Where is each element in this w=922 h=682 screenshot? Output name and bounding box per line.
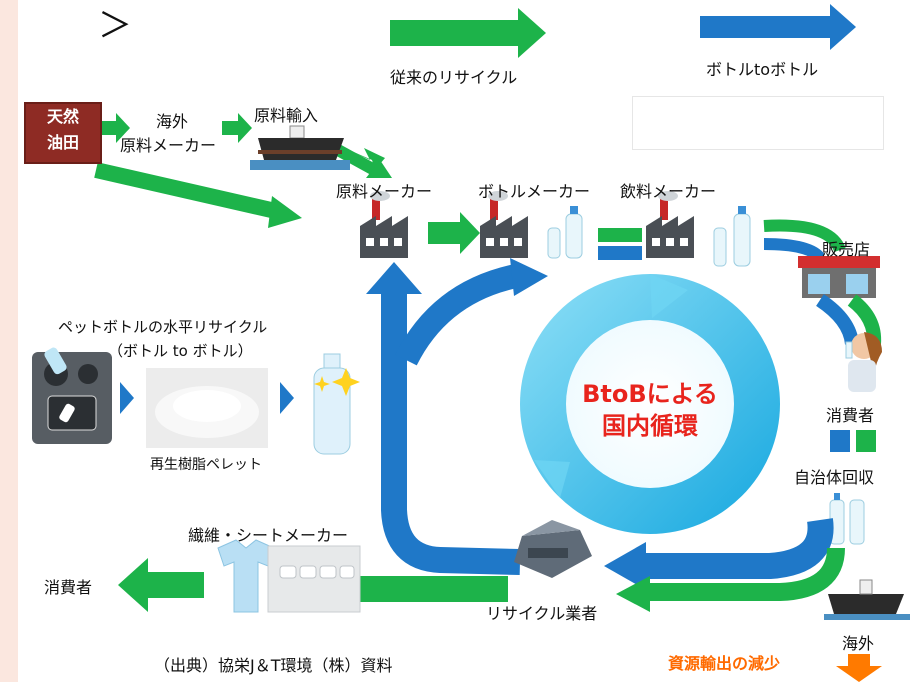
bottle-maker-bottles-icon: [547, 206, 583, 259]
pet-horizontal-title-line2: （ボトル to ボトル）: [108, 342, 253, 360]
oil-field-line2: 油田: [46, 133, 79, 152]
beverage-maker-factory-icon: [646, 191, 694, 258]
beverage-to-store-curves: [763, 219, 846, 263]
collection-to-recycler-blue-arrow: [604, 518, 834, 590]
legend-conventional-arrow: [390, 8, 546, 58]
oil-field-line1: 天然: [46, 107, 79, 126]
municipal-collection-label: 自治体回収: [794, 468, 875, 487]
tanker-ship-icon: [250, 125, 350, 170]
bottle-maker-label: ボトルメーカー: [478, 182, 591, 201]
material-maker-factory-icon: [360, 191, 408, 258]
resin-pellet-image: [146, 368, 268, 448]
store-label: 販売店: [822, 240, 871, 259]
overseas-to-import-arrow: [222, 113, 252, 143]
left-margin-strip: [0, 0, 18, 682]
overseas-maker-line1: 海外: [156, 112, 189, 131]
sheet-tray-icon: [267, 545, 361, 613]
source-note: （出典）協栄J＆T環境（株）資料: [154, 656, 393, 675]
flow-chevron-1: [120, 382, 134, 414]
fiber-sheet-maker-label: 繊維・シートメーカー: [188, 526, 349, 545]
domestic-cycle-ring: [520, 274, 780, 534]
legend-b2b-label: ボトルtoボトル: [706, 60, 819, 79]
pet-horizontal-title-line1: ペットボトルの水平リサイクル: [58, 318, 268, 336]
material-maker-label: 原料メーカー: [336, 182, 433, 201]
recycle-bin-icon: [32, 347, 112, 444]
material-to-bottle-arrow: [428, 212, 480, 254]
consumer-right-label: 消費者: [826, 406, 875, 425]
consumer-left-label: 消費者: [44, 578, 93, 597]
blank-panel: [632, 96, 884, 150]
legend-conventional-label: 従来のリサイクル: [390, 68, 518, 87]
recycler-to-bottle-maker-blue-arrow: [395, 258, 548, 366]
overseas-label: 海外: [842, 634, 875, 653]
sparkling-bottle-icon: [313, 353, 360, 455]
recycler-to-material-maker-blue-arrow: [366, 262, 521, 575]
convenience-store-icon: [798, 256, 880, 298]
flow-chevron-2: [280, 382, 294, 414]
bottle-maker-factory-icon: [480, 191, 528, 258]
export-ship-icon: [824, 579, 910, 620]
import-to-material-maker-arrow: [335, 144, 392, 178]
oil-to-overseas-arrow: [100, 113, 130, 143]
overseas-maker-line2: 原料メーカー: [120, 136, 217, 155]
export-reduction-label: 資源輸出の減少: [668, 654, 781, 673]
pellet-label: 再生樹脂ペレット: [150, 457, 262, 473]
material-import-label: 原料輸入: [254, 106, 319, 125]
oil-to-material-maker-arrow: [94, 162, 302, 228]
collected-bottles-icon: [829, 493, 865, 545]
top-chevron: ＞: [98, 6, 132, 46]
consumer-to-collection-arrows: [830, 430, 876, 452]
center-ring-text: BtoBによる 国内循環: [555, 378, 745, 442]
consumer-person-icon: [845, 332, 882, 392]
center-ring-line2: 国内循環: [602, 412, 698, 440]
export-down-arrow: [836, 654, 882, 682]
beverage-maker-label: 飲料メーカー: [620, 182, 717, 201]
collection-to-recycler-green-arrow: [616, 547, 845, 612]
bottle-to-beverage-arrows: [598, 228, 642, 260]
fiber-to-consumer-green-arrow: [118, 558, 204, 612]
legend-b2b-arrow: [700, 4, 856, 50]
recycler-to-fiber-green-arrow: [360, 576, 508, 602]
beverage-maker-bottles-icon: [713, 206, 751, 267]
recycler-label: リサイクル業者: [486, 604, 598, 623]
oil-field-box: 天然 油田: [24, 102, 102, 164]
center-ring-line1: BtoBによる: [582, 380, 718, 408]
recycler-building-icon: [514, 520, 592, 578]
tshirt-icon: [217, 539, 275, 613]
